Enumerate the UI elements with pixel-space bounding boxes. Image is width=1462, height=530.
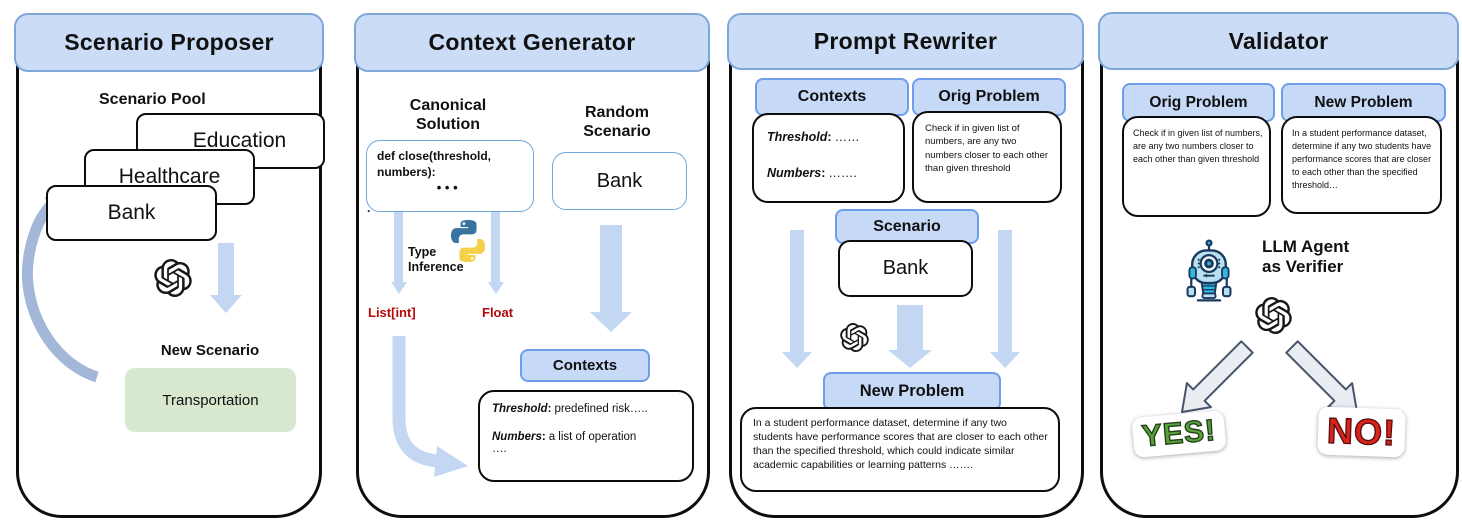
contexts-content-box: Threshold:…… Numbers:……. <box>752 113 905 203</box>
new-problem-content-box: In a student performance dataset, determ… <box>1281 116 1442 214</box>
yes-sticker: YES! <box>1131 410 1227 458</box>
new-problem-label: New Problem <box>1281 83 1446 122</box>
canonical-code-box: def close(threshold, numbers): • • • <box>366 140 534 212</box>
scenario-pool-label: Scenario Pool <box>99 91 206 108</box>
bent-arrow <box>392 336 468 477</box>
scenario-label: Scenario <box>835 209 979 244</box>
down-arrow <box>487 172 504 294</box>
robot-icon <box>1181 237 1237 305</box>
canonical-solution-label: Canonical Solution <box>409 97 487 133</box>
context-entry: Threshold:predefined risk….. <box>492 403 648 415</box>
type-inference-label: Type Inference <box>408 245 464 274</box>
code-ellipsis: • • • <box>436 180 458 195</box>
stray-dot: . <box>367 201 371 215</box>
scenario-card: Bank <box>46 185 217 241</box>
contexts-label: Contexts <box>755 78 909 116</box>
new-problem-content-box: In a student performance dataset, determ… <box>740 407 1060 492</box>
contexts-label: Contexts <box>520 349 650 382</box>
llm-agent-verifier-label: LLM Agent as Verifier <box>1262 237 1350 276</box>
decision-arrows <box>1181 340 1358 413</box>
inferred-type-left: List[int] <box>368 305 416 320</box>
no-sticker: NO! <box>1317 406 1406 458</box>
down-arrow <box>782 230 812 368</box>
context-entry: Numbers:……. <box>767 166 857 180</box>
down-arrow <box>990 230 1020 368</box>
scenario-box: Bank <box>838 240 973 297</box>
header-scenario-proposer: Scenario Proposer <box>14 13 324 72</box>
contexts-content-box: Threshold:predefined risk….. Numbers:a l… <box>478 390 694 482</box>
down-arrow <box>590 225 632 332</box>
new-scenario-box: Transportation <box>125 368 296 432</box>
new-scenario-label: New Scenario <box>160 342 260 359</box>
panel-title: Context Generator <box>428 29 636 55</box>
context-entry: Numbers:a list of operation <box>492 431 637 443</box>
panel-title: Scenario Proposer <box>64 29 274 55</box>
header-validator: Validator <box>1098 12 1459 70</box>
header-prompt-rewriter: Prompt Rewriter <box>727 13 1084 70</box>
openai-logo-icon <box>840 323 869 352</box>
code-line: numbers): <box>377 165 436 179</box>
random-scenario-box: Bank <box>552 152 687 210</box>
panel-title: Prompt Rewriter <box>813 28 998 54</box>
openai-logo-icon <box>1255 297 1292 334</box>
down-arrow <box>390 196 407 294</box>
orig-problem-content-box: Check if in given list of numbers, are a… <box>1122 116 1271 217</box>
new-problem-label: New Problem <box>823 372 1001 411</box>
context-entry: Threshold:…… <box>767 130 860 144</box>
panel-title: Validator <box>1228 27 1329 54</box>
down-arrow <box>888 305 932 368</box>
arrow-to-yes <box>1181 340 1254 413</box>
openai-logo-icon <box>154 259 192 297</box>
orig-problem-content-box: Check if in given list of numbers, are a… <box>912 111 1062 203</box>
arrow-to-no <box>1285 340 1358 413</box>
inferred-type-right: Float <box>482 305 514 320</box>
header-context-generator: Context Generator <box>354 13 710 72</box>
context-more-dots: …. <box>492 443 507 455</box>
orig-problem-label: Orig Problem <box>1122 83 1275 122</box>
random-scenario-label: Random Scenario <box>583 104 651 140</box>
down-arrow <box>210 243 242 313</box>
code-line: def close(threshold, <box>377 149 492 163</box>
orig-problem-label: Orig Problem <box>912 78 1066 116</box>
